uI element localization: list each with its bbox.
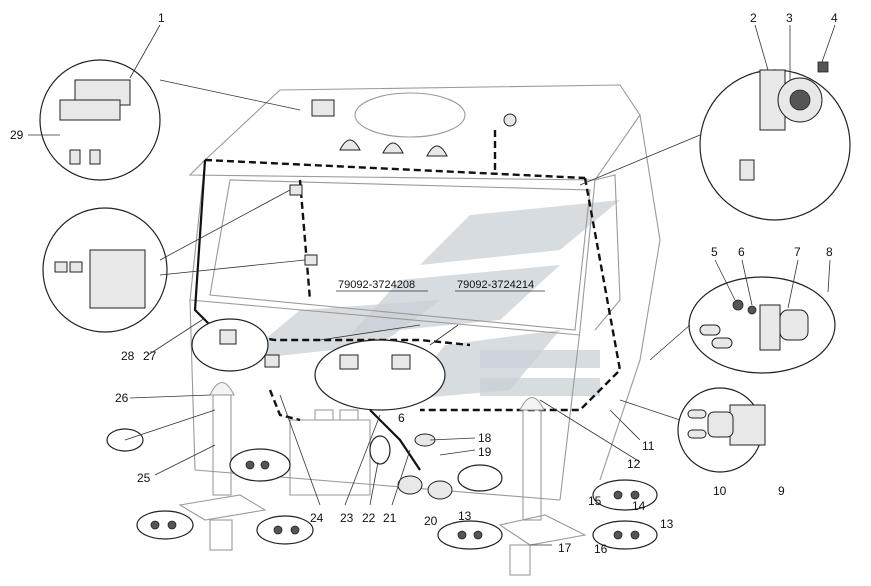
callout-13-left: 13 (458, 509, 472, 523)
part-number-right: 79092-3724214 (457, 279, 534, 291)
clearance-lamps (209, 381, 545, 521)
callout-18: 18 (478, 431, 492, 445)
leader-lines (28, 24, 836, 546)
callout-16: 16 (594, 542, 608, 556)
callout-3: 3 (786, 11, 793, 25)
callout-11: 11 (642, 439, 655, 453)
callout-26: 26 (115, 391, 129, 405)
callout-7: 7 (794, 245, 801, 259)
callout-1: 1 (158, 11, 165, 25)
callout-12: 12 (627, 457, 641, 471)
detail-bubble-28 (42, 207, 168, 333)
screw-bubbles (106, 428, 658, 550)
callout-14: 14 (632, 499, 646, 513)
callout-4: 4 (831, 11, 838, 25)
callout-23: 23 (340, 511, 354, 525)
roof-marker-lamps (311, 99, 517, 157)
callout-8: 8 (826, 245, 833, 259)
part-number-left: 79092-3724208 (338, 279, 415, 291)
callout-29: 29 (10, 128, 24, 142)
callout-9: 9 (778, 484, 785, 498)
callout-19: 19 (478, 445, 492, 459)
detail-bubble-1 (39, 59, 161, 181)
callout-10: 10 (713, 484, 727, 498)
detail-bubble-connector-center (314, 339, 446, 411)
callout-24: 24 (310, 511, 324, 525)
detail-bubble-27 (191, 318, 269, 372)
callout-27: 27 (143, 349, 157, 363)
detail-bubble-5-8 (688, 276, 836, 374)
callout-28: 28 (121, 349, 135, 363)
callout-15: 15 (588, 494, 602, 508)
detail-bubble-2-4 (699, 61, 851, 221)
callout-21: 21 (383, 511, 397, 525)
callout-20: 20 (424, 514, 438, 528)
callout-labels: 1 2 3 4 5 6 7 8 9 10 11 12 13 13 14 15 1… (10, 11, 838, 556)
callout-13-right: 13 (660, 517, 674, 531)
callout-22: 22 (362, 511, 376, 525)
callout-5: 5 (711, 245, 718, 259)
callout-17: 17 (558, 541, 572, 555)
callout-6-center: 6 (398, 411, 405, 425)
callout-6: 6 (738, 245, 745, 259)
callout-25: 25 (137, 471, 151, 485)
underbody-brackets (178, 494, 587, 576)
callout-2: 2 (750, 11, 757, 25)
detail-bubble-9-10 (677, 387, 766, 473)
part-number-labels: 79092-3724208 79092-3724214 (336, 279, 545, 292)
